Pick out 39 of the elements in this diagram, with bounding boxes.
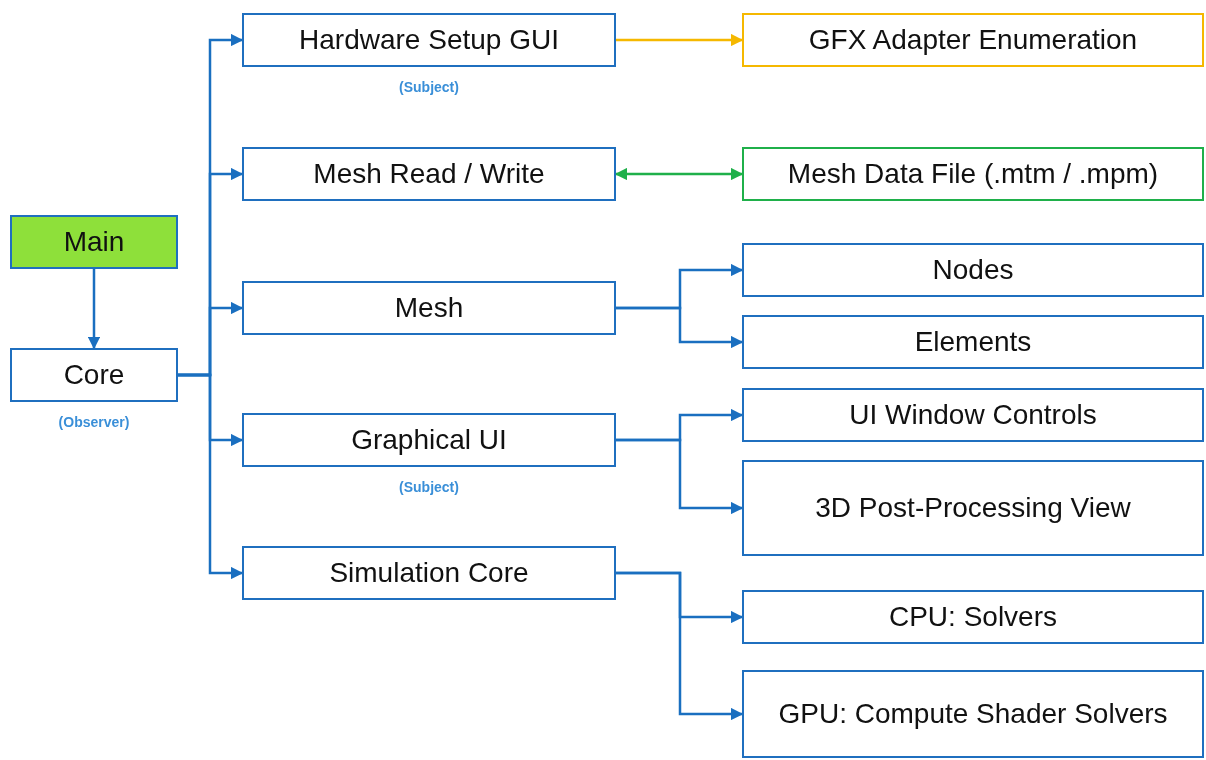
process-box (742, 670, 1204, 758)
connector-arrow (87, 269, 101, 350)
box-label: Graphical UI (350, 423, 508, 458)
box-label: Nodes (931, 253, 1015, 288)
box-label: Mesh (393, 291, 465, 326)
box-label: Simulation Core (328, 556, 530, 591)
process-box (242, 546, 616, 600)
box-label: GPU: Compute Shader Solvers (777, 697, 1169, 732)
process-box (742, 315, 1204, 369)
process-box (242, 413, 616, 467)
box-label: Mesh Read / Write (312, 157, 546, 192)
process-box (742, 460, 1204, 556)
box-label: Mesh Data File (.mtm / .mpm) (786, 157, 1160, 192)
process-box (742, 388, 1204, 442)
box-label: 3D Post-Processing View (814, 491, 1132, 526)
box-label: GFX Adapter Enumeration (807, 23, 1139, 58)
role-annotation: (Subject) (398, 479, 460, 495)
box-label: UI Window Controls (848, 398, 1098, 433)
box-label: CPU: Solvers (887, 600, 1058, 635)
process-box (742, 13, 1204, 67)
role-annotation: (Observer) (57, 414, 131, 430)
connector-arrow (616, 571, 744, 721)
connector-arrow (178, 373, 244, 580)
process-box (742, 243, 1204, 297)
connector-arrow (616, 306, 744, 349)
box-label: Main (62, 225, 126, 260)
process-box (742, 590, 1204, 644)
process-box (242, 147, 616, 201)
process-box (242, 281, 616, 335)
process-box (742, 147, 1204, 201)
box-label: Hardware Setup GUI (298, 23, 560, 58)
process-box (10, 348, 178, 402)
box-label: Elements (913, 325, 1033, 360)
connector-arrow (616, 33, 744, 47)
connector-arrow (616, 438, 744, 515)
box-label: Core (62, 358, 126, 393)
process-box (242, 13, 616, 67)
role-annotation: (Subject) (398, 79, 460, 95)
process-box (10, 215, 178, 269)
